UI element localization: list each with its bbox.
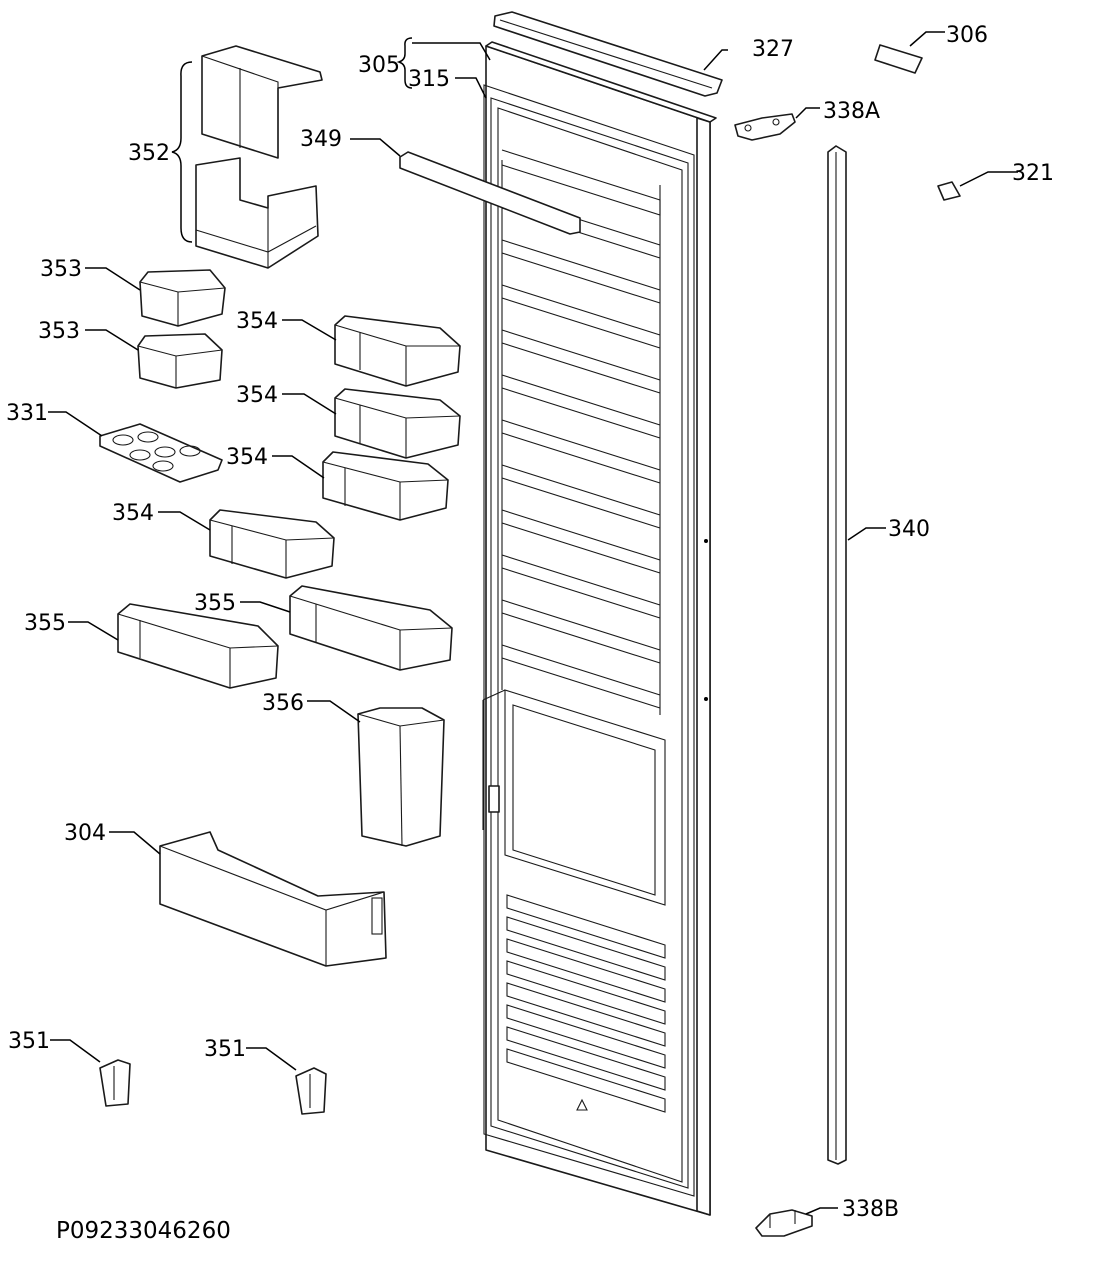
long-bin-355-right bbox=[289, 585, 453, 671]
hinge-cover-338b bbox=[755, 1209, 813, 1237]
label-315: 315 bbox=[408, 67, 450, 92]
part-labels: 305 315 327 306 338A 321 349 352 353 353… bbox=[6, 23, 1054, 1222]
label-338b: 338B bbox=[842, 1197, 899, 1222]
leader-lines bbox=[48, 31, 1018, 1215]
label-306: 306 bbox=[946, 23, 988, 48]
label-356: 356 bbox=[262, 691, 304, 716]
label-354-1: 354 bbox=[236, 309, 278, 334]
hinge-cover-338a bbox=[734, 113, 796, 141]
label-354-3: 354 bbox=[226, 445, 268, 470]
long-bin-355-left bbox=[117, 603, 279, 689]
door-panel bbox=[482, 41, 717, 1216]
gasket-340 bbox=[827, 145, 847, 1165]
label-321: 321 bbox=[1012, 161, 1054, 186]
label-353-lower: 353 bbox=[38, 319, 80, 344]
tall-bin-356 bbox=[357, 707, 445, 847]
bin-354-3 bbox=[322, 451, 449, 521]
clip-351-right bbox=[295, 1067, 327, 1115]
label-327: 327 bbox=[752, 37, 794, 62]
cover-box-352 bbox=[195, 45, 323, 269]
label-352: 352 bbox=[128, 141, 170, 166]
label-355-left: 355 bbox=[24, 611, 66, 636]
small-bin-353-lower bbox=[137, 333, 223, 389]
clip-351-left bbox=[99, 1059, 131, 1107]
egg-tray-331 bbox=[99, 423, 223, 483]
label-338a: 338A bbox=[823, 99, 880, 124]
label-354-4: 354 bbox=[112, 501, 154, 526]
label-355-right: 355 bbox=[194, 591, 236, 616]
bin-354-4 bbox=[209, 509, 335, 579]
small-cap-321 bbox=[937, 181, 961, 201]
label-349: 349 bbox=[300, 127, 342, 152]
bin-354-2 bbox=[334, 388, 461, 459]
document-code: P09233046260 bbox=[56, 1218, 231, 1244]
label-plate-306 bbox=[874, 44, 923, 74]
top-cover-327 bbox=[493, 11, 723, 97]
label-354-2: 354 bbox=[236, 383, 278, 408]
label-331: 331 bbox=[6, 401, 48, 426]
handle-bar-349 bbox=[399, 151, 581, 235]
label-340: 340 bbox=[888, 517, 930, 542]
label-353-upper: 353 bbox=[40, 257, 82, 282]
small-bin-353-upper bbox=[139, 269, 226, 327]
label-305: 305 bbox=[358, 53, 400, 78]
label-351-right: 351 bbox=[204, 1037, 246, 1062]
door-balcony-304 bbox=[159, 831, 387, 967]
label-351-left: 351 bbox=[8, 1029, 50, 1054]
label-304: 304 bbox=[64, 821, 106, 846]
bin-354-1 bbox=[334, 315, 461, 387]
